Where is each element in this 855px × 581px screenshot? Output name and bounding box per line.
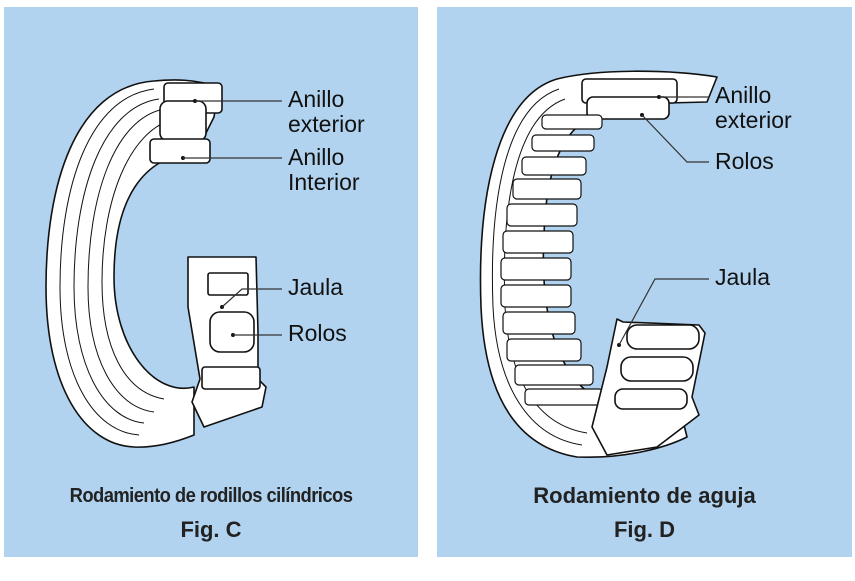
callout-rollers: Rolos xyxy=(288,320,347,346)
roller-section-top xyxy=(586,96,670,120)
roller-section-lower xyxy=(209,311,255,353)
leader-line-rollers xyxy=(641,114,709,163)
cage-windows xyxy=(500,114,604,406)
leader-line-cage xyxy=(618,278,709,346)
figure-label: Fig. D xyxy=(613,517,676,542)
callout-outer-ring: Anillo exterior xyxy=(288,86,365,137)
callout-inner-ring: Anillo Interior xyxy=(288,144,360,195)
callout-rollers: Rolos xyxy=(715,148,774,174)
callout-cage: Jaula xyxy=(288,274,343,300)
cylindrical-roller-bearing-illustration xyxy=(45,79,282,448)
cage-section-lower xyxy=(207,272,249,296)
figure-panel-needle-bearing: Anillo exterior Rolos Jaula Rodamiento d… xyxy=(437,7,852,557)
callout-outer-ring: Anillo exterior xyxy=(715,82,792,133)
figure-panel-cylindrical-roller-bearing: Anillo exterior Anillo Interior Jaula Ro… xyxy=(4,7,418,557)
needle-roller xyxy=(614,388,688,410)
callout-cage: Jaula xyxy=(715,264,770,290)
leader-line-cage xyxy=(221,288,282,308)
needle-bearing-illustration xyxy=(479,70,718,459)
needle-roller xyxy=(620,356,694,382)
figure-label: Fig. C xyxy=(180,517,242,542)
needle-roller xyxy=(626,324,700,350)
figure-title: Rodamiento de aguja xyxy=(533,483,756,508)
inner-ring-section xyxy=(149,138,211,164)
roller-section-top xyxy=(159,100,207,142)
figure-title: Rodamiento de rodillos cilíndricos xyxy=(69,485,353,507)
